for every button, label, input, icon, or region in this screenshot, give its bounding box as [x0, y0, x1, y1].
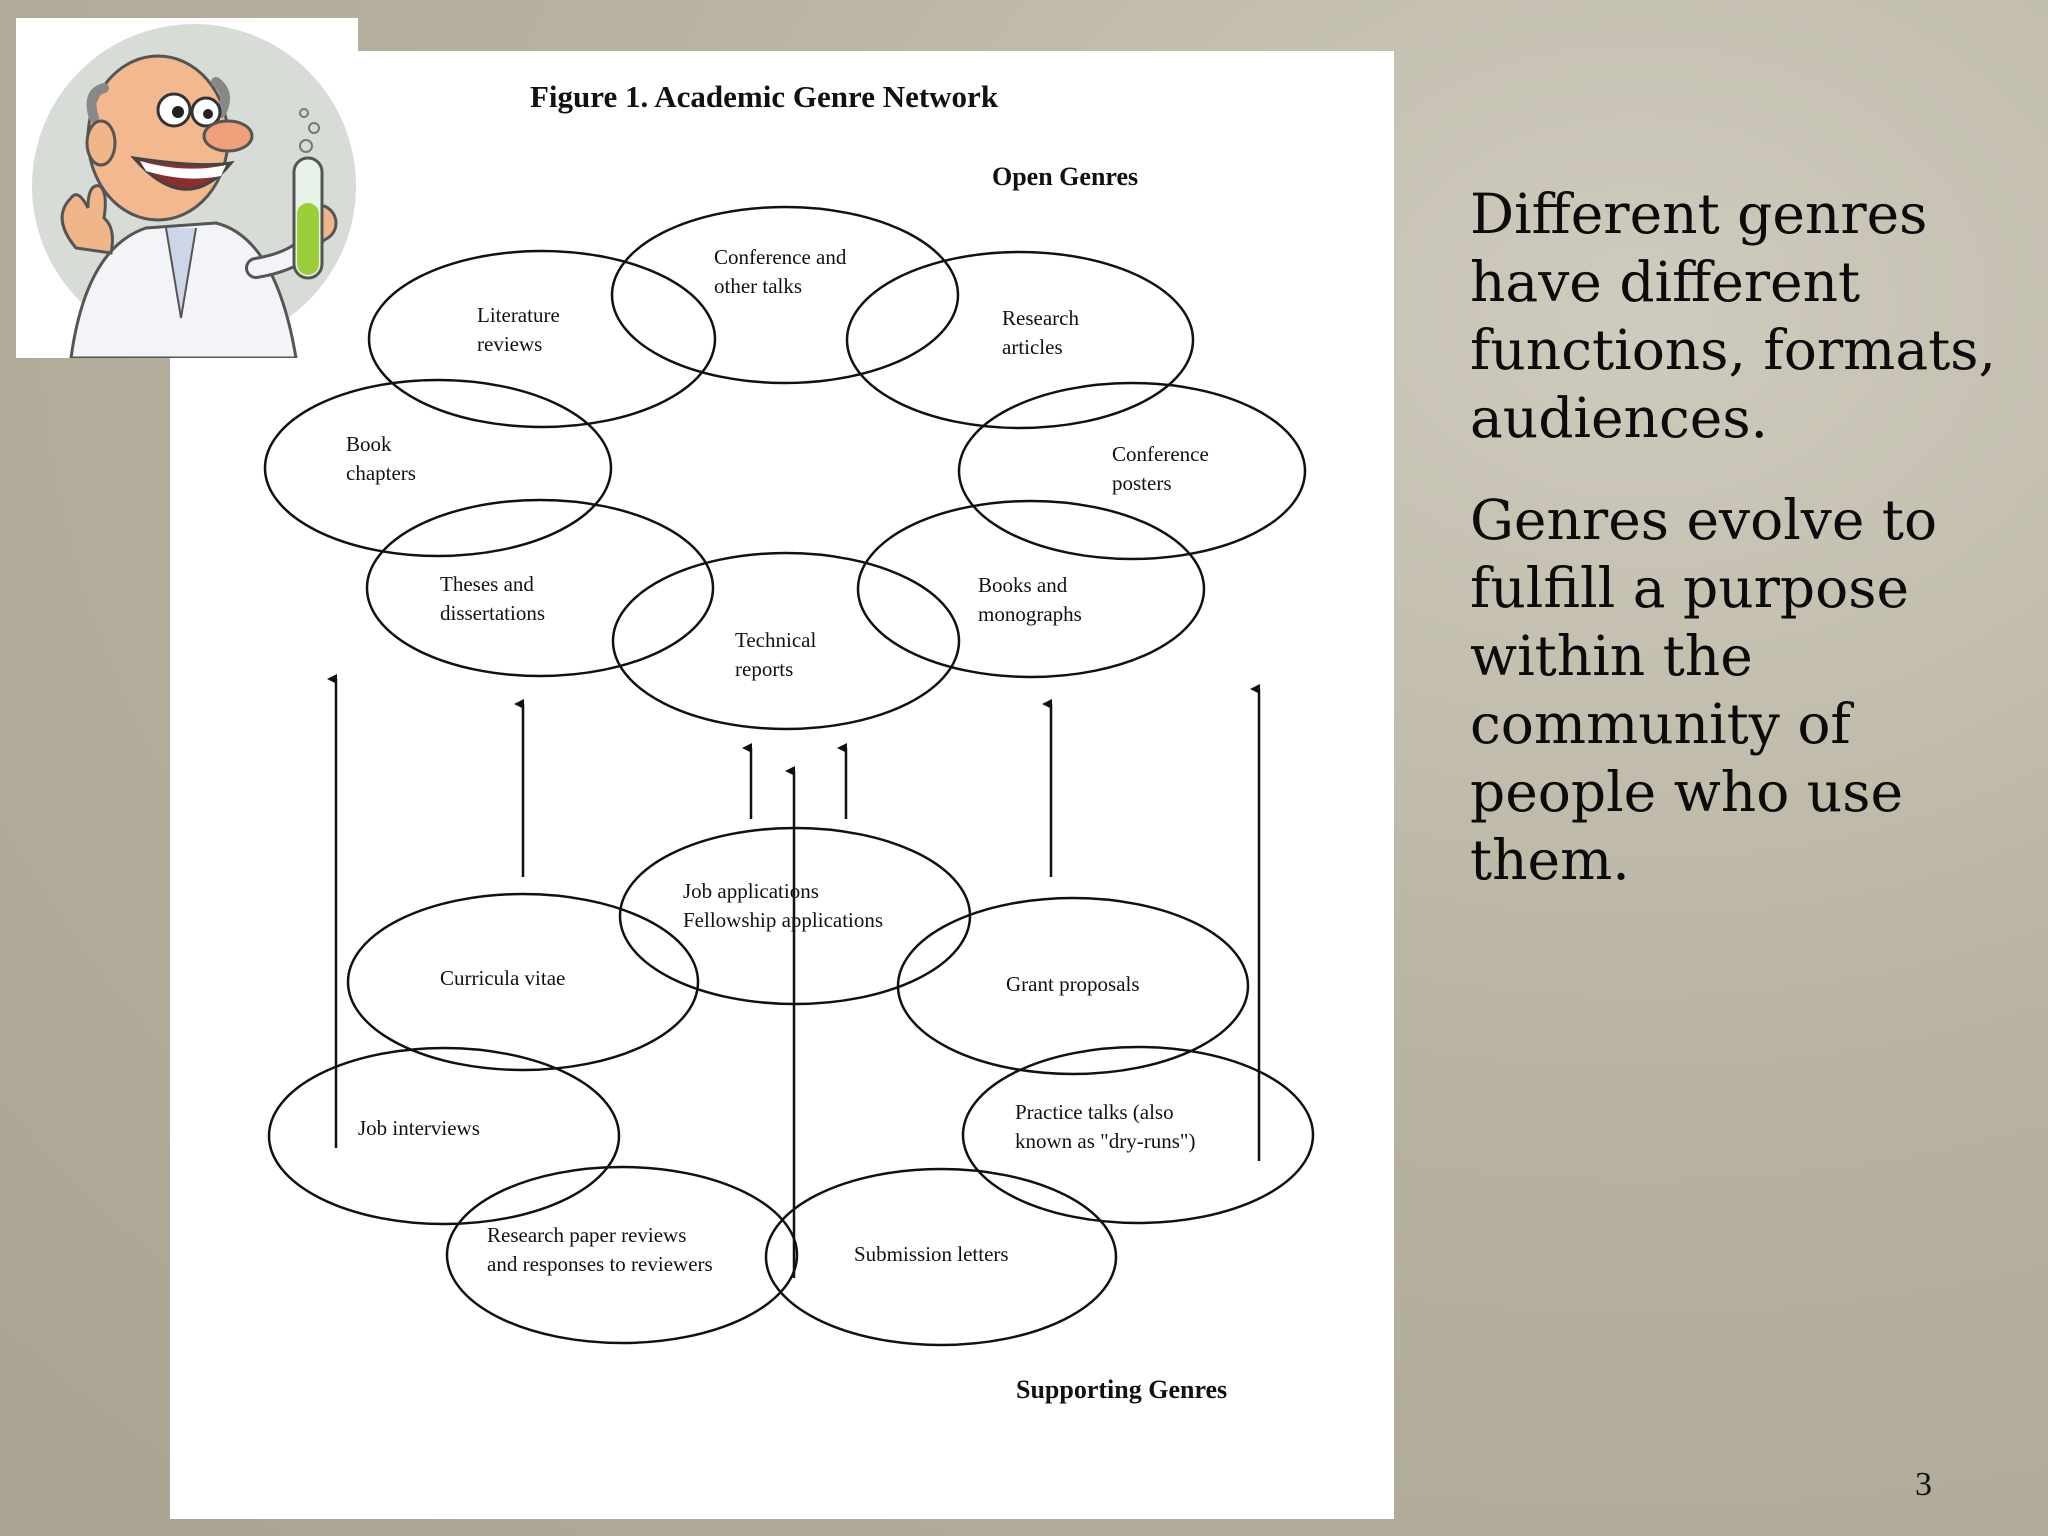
academic-genre-network-diagram: Figure 1. Academic Genre Network Open Ge… — [263, 79, 1315, 1404]
genre-theses-dissertations — [365, 498, 715, 678]
genre-grant-proposals — [896, 896, 1250, 1076]
body-text: Different genres have different function… — [1470, 180, 2030, 928]
label-job-interviews: Job interviews — [358, 1116, 480, 1140]
label-theses-dissertations: Theses and dissertations — [440, 572, 545, 625]
open-genres-ring — [263, 205, 1307, 731]
genre-job-interviews — [267, 1046, 621, 1226]
supporting-genre-labels: Job applications Fellowship applications… — [358, 879, 1195, 1276]
label-conference-posters: Conference posters — [1112, 442, 1214, 495]
figure-title: Figure 1. Academic Genre Network — [530, 79, 999, 114]
slide-number: 3 — [1915, 1466, 1932, 1503]
body-paragraph-2: Genres evolve to fulfill a purpose withi… — [1470, 488, 1938, 892]
label-conference-talks: Conference and other talks — [714, 245, 852, 298]
genre-books-monographs — [856, 499, 1206, 679]
label-books-monographs: Books and monographs — [978, 573, 1082, 626]
arrows — [327, 674, 1261, 1278]
genre-practice-talks — [961, 1045, 1315, 1225]
label-grant-proposals: Grant proposals — [1006, 972, 1140, 996]
label-submission-letters: Submission letters — [854, 1242, 1009, 1266]
label-practice-talks: Practice talks (also known as "dry-runs"… — [1015, 1100, 1195, 1153]
label-book-chapters: Book chapters — [346, 432, 416, 485]
genre-submission-letters — [764, 1167, 1118, 1347]
open-genre-labels: Conference and other talks Literature re… — [346, 245, 1214, 681]
label-curricula-vitae: Curricula vitae — [440, 966, 565, 990]
genre-technical-reports — [611, 551, 961, 731]
label-research-paper-reviews: Research paper reviews and responses to … — [487, 1223, 713, 1276]
genre-curricula-vitae — [346, 892, 700, 1072]
genre-literature-reviews — [367, 249, 717, 429]
scientist-with-test-tube-icon — [16, 18, 358, 358]
supporting-genres-label: Supporting Genres — [1016, 1375, 1227, 1404]
label-research-articles: Research articles — [1002, 306, 1084, 359]
label-literature-reviews: Literature reviews — [477, 303, 565, 356]
genre-conference-talks — [610, 205, 960, 385]
genre-research-articles — [845, 250, 1195, 430]
genre-book-chapters — [263, 378, 613, 558]
supporting-genres-cluster — [267, 826, 1315, 1347]
label-technical-reports: Technical reports — [735, 628, 822, 681]
label-job-applications: Job applications Fellowship applications — [683, 879, 883, 932]
body-paragraph-1: Different genres have different function… — [1470, 182, 1996, 450]
figure-panel: Figure 1. Academic Genre Network Open Ge… — [170, 51, 1394, 1519]
genre-research-paper-reviews — [445, 1165, 799, 1345]
open-genres-label: Open Genres — [992, 162, 1138, 191]
genre-conference-posters — [957, 381, 1307, 561]
